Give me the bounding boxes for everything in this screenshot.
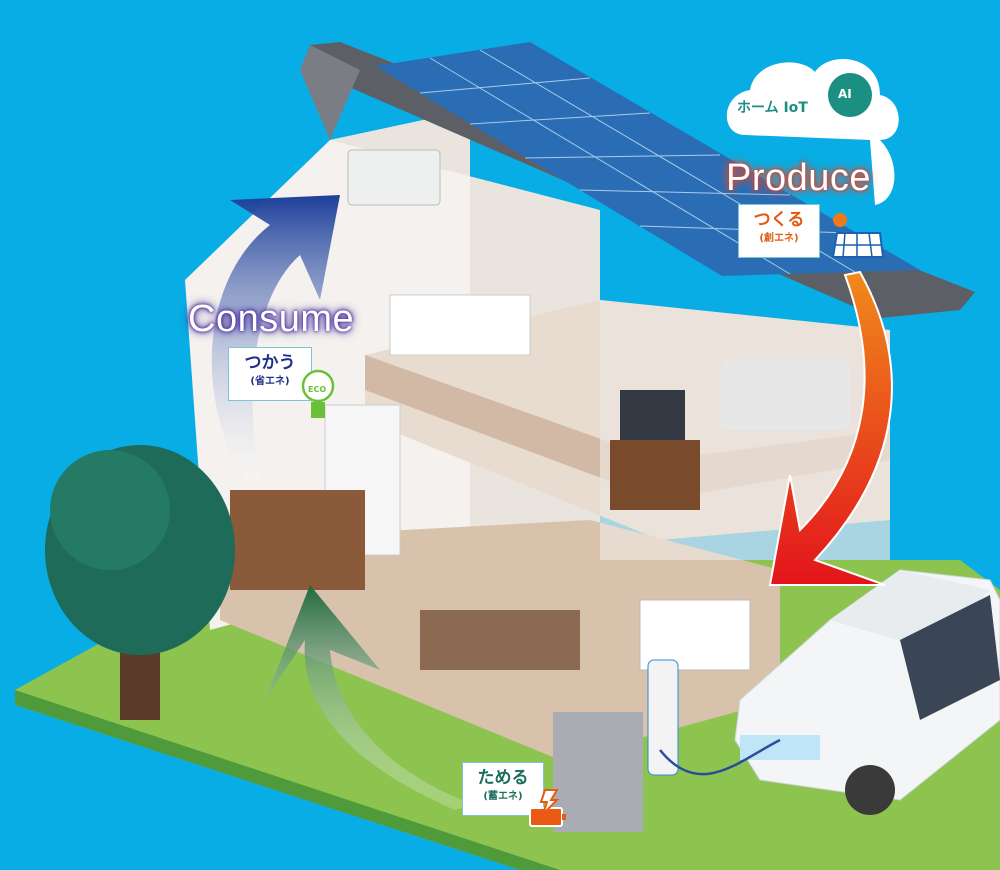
produce-main: つくる — [753, 210, 805, 230]
consume-box: つかう (省エネ) — [228, 347, 312, 401]
home-iot-label: ホーム IoT — [737, 100, 808, 116]
produce-box: つくる (創エネ) — [738, 204, 820, 258]
store-box: ためる (蓄エネ) — [462, 762, 544, 816]
solar-panel-icon — [831, 213, 885, 258]
svg-text:ECO: ECO — [308, 385, 326, 394]
store-arrow — [265, 585, 475, 810]
electric-car — [659, 569, 1000, 815]
consume-title: Consume — [188, 298, 355, 340]
iot-cloud: AI — [726, 59, 899, 206]
consume-sub: (省エネ) — [250, 375, 290, 387]
produce-title: Produce — [726, 157, 872, 199]
consume-arrow — [211, 195, 340, 480]
battery-charge-icon — [529, 789, 566, 827]
ai-head-icon: AI — [838, 87, 852, 101]
tree — [45, 445, 235, 720]
consume-main: つかう — [244, 353, 296, 373]
produce-sub: (創エネ) — [759, 232, 799, 244]
eco-bulb-icon: ECO — [301, 369, 335, 418]
store-main: ためる — [477, 768, 529, 788]
store-sub: (蓄エネ) — [483, 790, 523, 802]
produce-arrow — [768, 270, 893, 586]
